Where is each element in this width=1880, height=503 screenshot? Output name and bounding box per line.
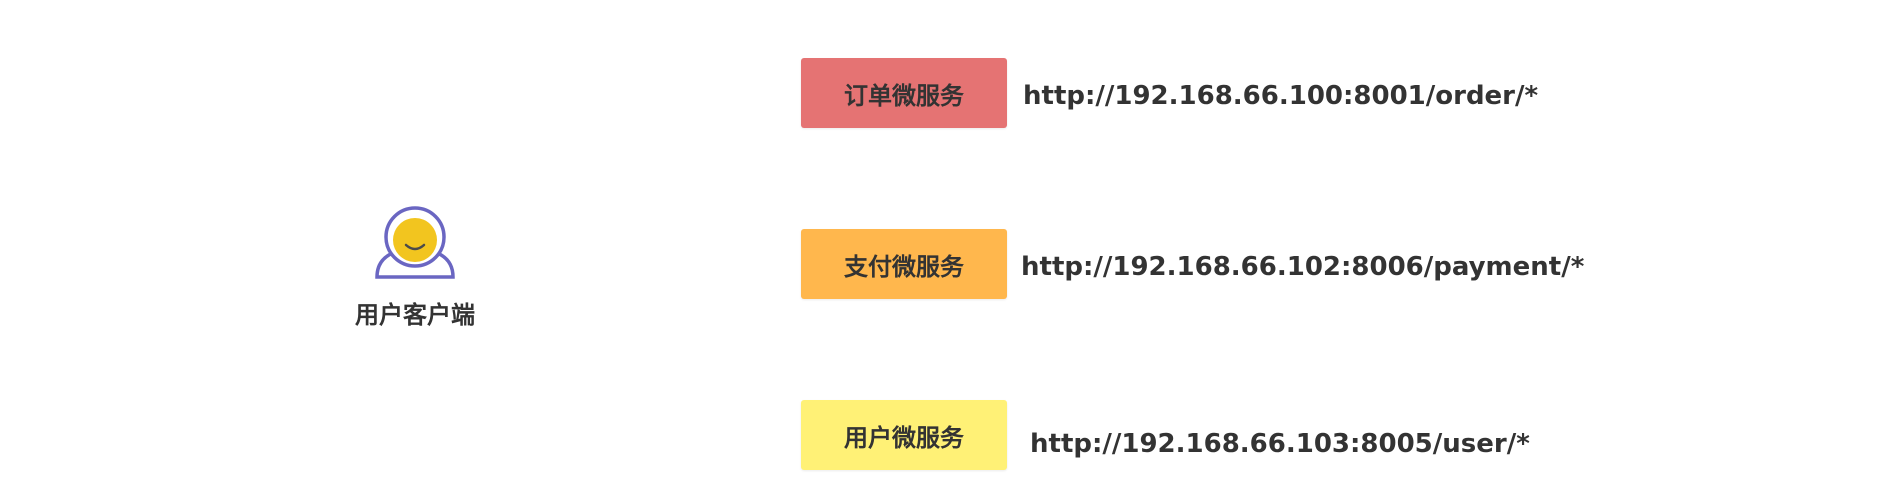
payment-service-url: http://192.168.66.102:8006/payment/* [1021,252,1585,282]
user-service-url: http://192.168.66.103:8005/user/* [1030,429,1530,459]
order-service-box: 订单微服务 [801,58,1007,128]
user-service-box: 用户微服务 [801,400,1007,470]
client-label: 用户客户端 [355,301,475,329]
user-avatar-icon [375,206,455,279]
payment-service-box: 支付微服务 [801,229,1007,299]
user-client: 用户客户端 [340,205,490,330]
order-service-row: 订单微服务 http://192.168.66.100:8001/order/* [801,58,1701,128]
payment-service-row: 支付微服务 http://192.168.66.102:8006/payment… [801,229,1701,299]
user-service-row: 用户微服务 http://192.168.66.103:8005/user/* [801,400,1701,470]
order-service-url: http://192.168.66.100:8001/order/* [1023,81,1539,111]
